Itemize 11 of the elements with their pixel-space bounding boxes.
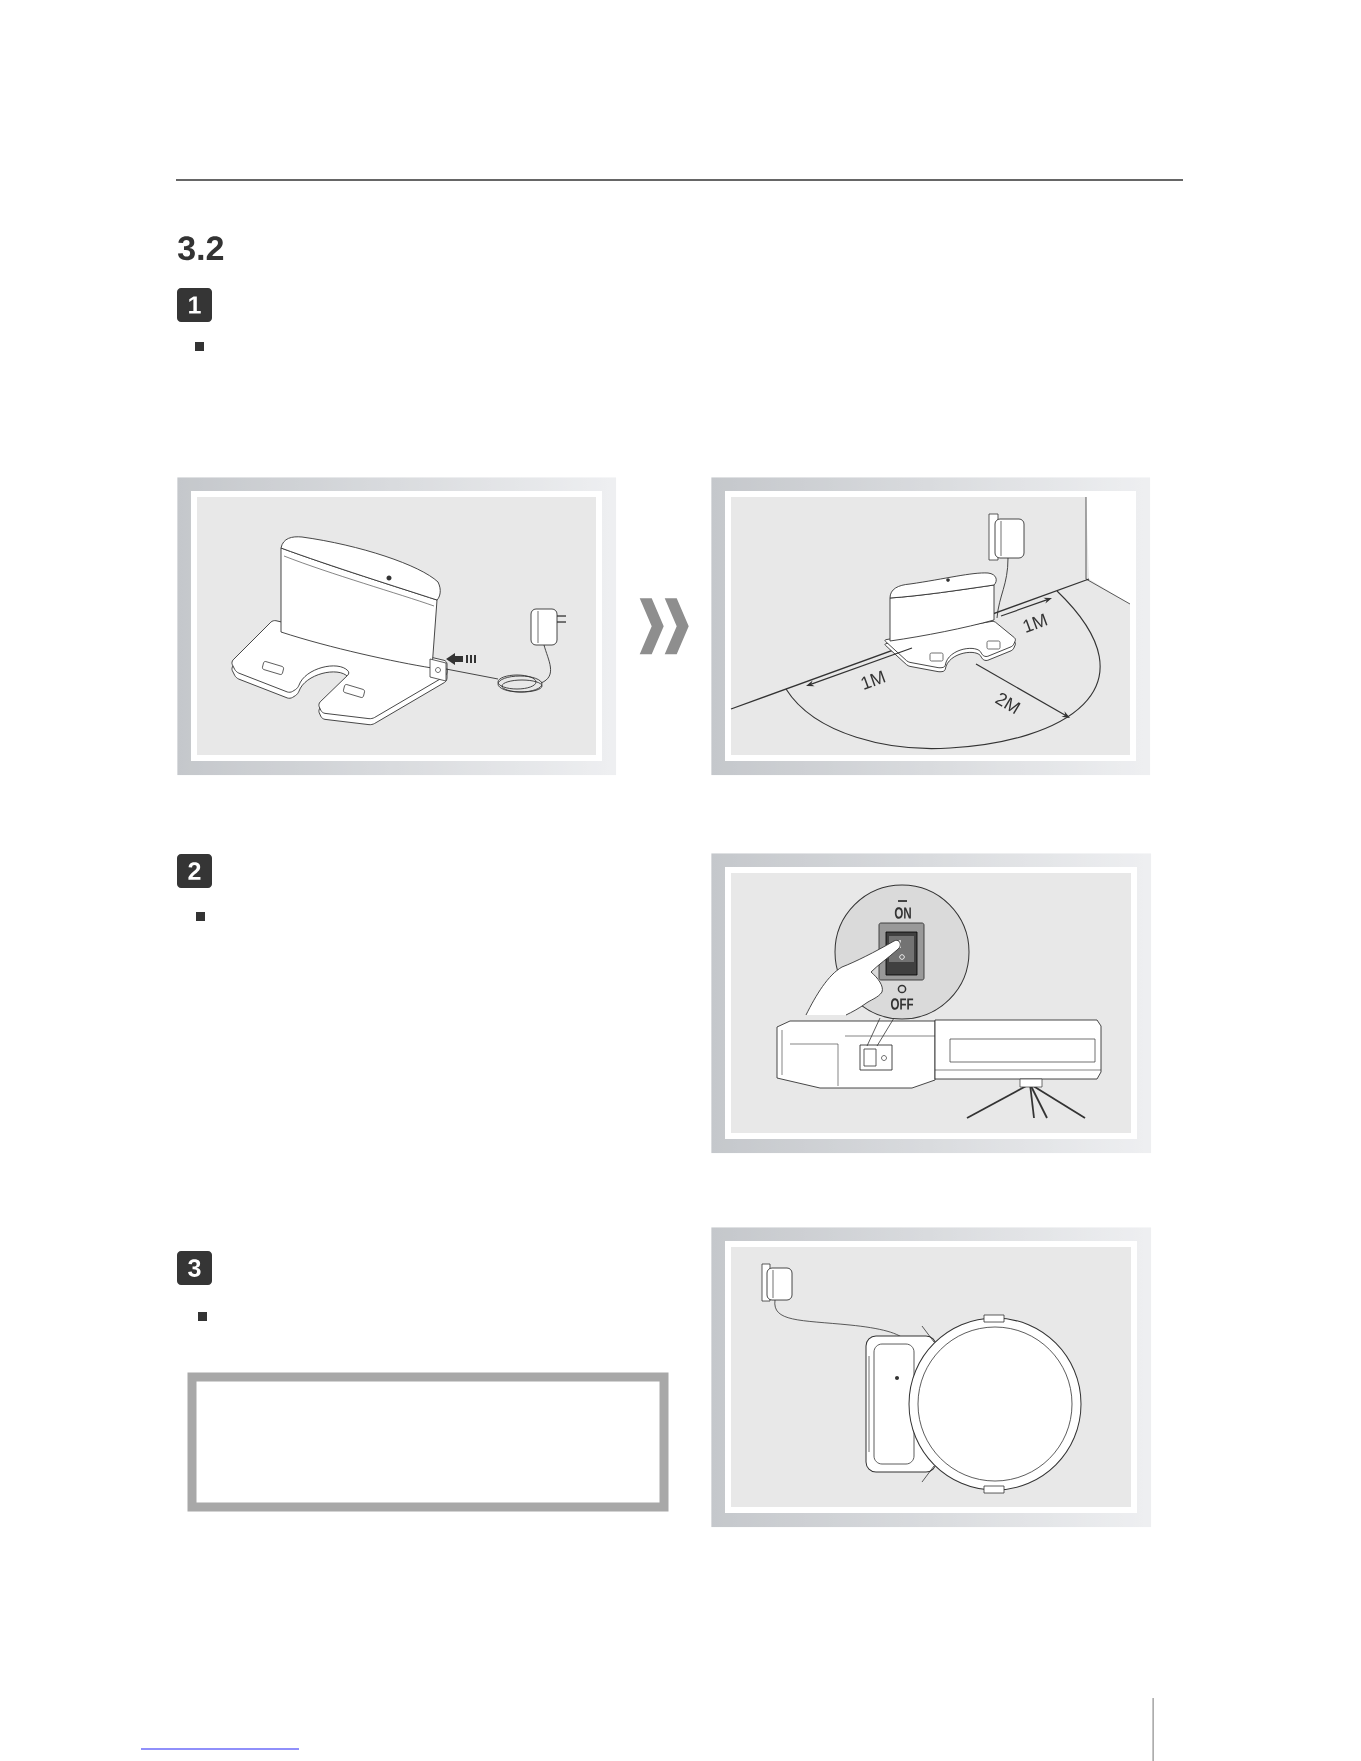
step-badge: 3 bbox=[177, 1251, 212, 1285]
switch-label: OFF bbox=[890, 998, 914, 1010]
dimension-label: 1M bbox=[861, 670, 886, 690]
section-heading: 3.2 bbox=[178, 236, 224, 261]
switch-label: ON bbox=[894, 907, 911, 919]
chevron-arrow bbox=[639, 598, 689, 655]
dimension-label: 1M bbox=[1023, 613, 1048, 633]
step-badge: 2 bbox=[177, 854, 212, 888]
dimension-label: 2M bbox=[994, 693, 1021, 715]
step-badge: 1 bbox=[177, 288, 212, 322]
note-box bbox=[187, 1372, 669, 1512]
